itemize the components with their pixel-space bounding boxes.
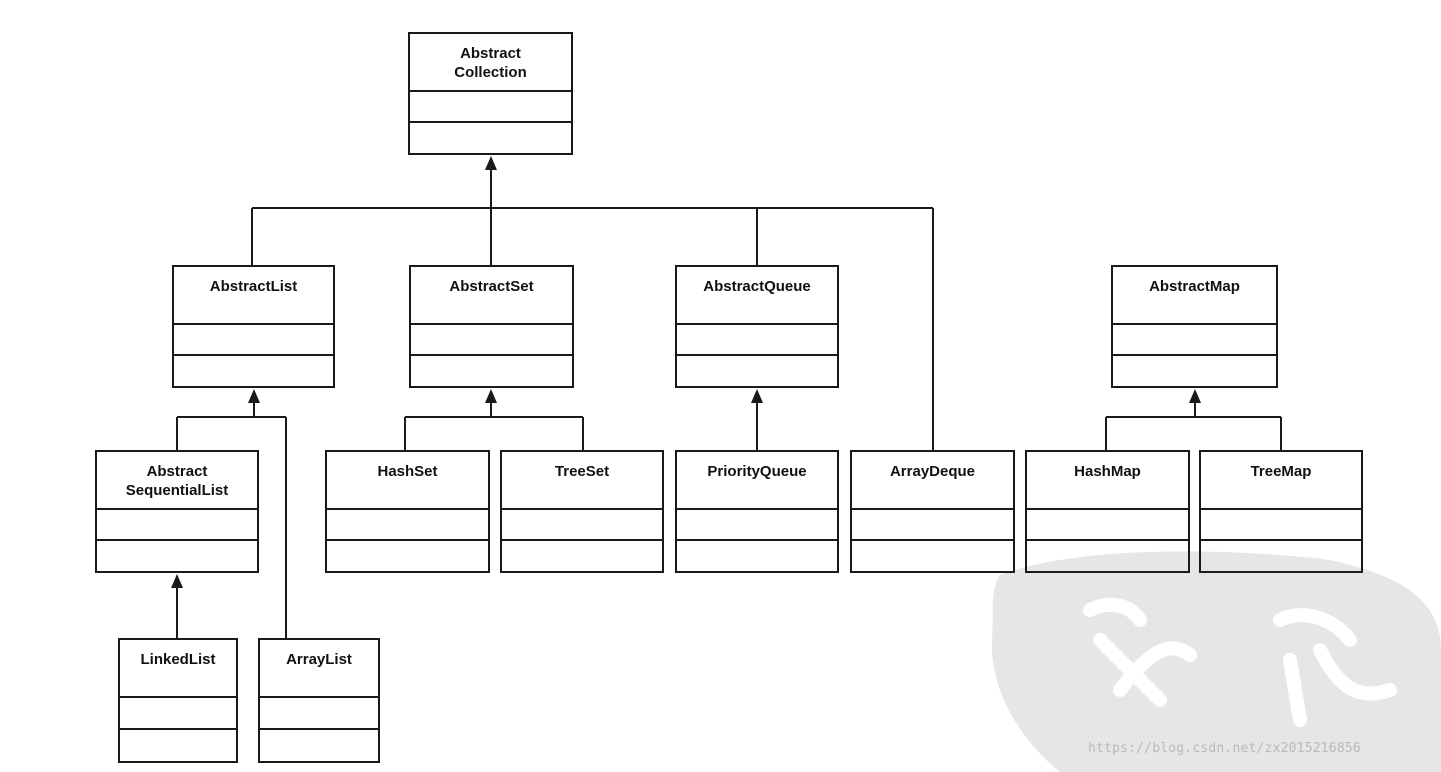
watermark-seal xyxy=(991,551,1441,772)
class-name: TreeMap xyxy=(1201,452,1361,510)
operations-compartment xyxy=(410,123,571,153)
operations-compartment xyxy=(1027,541,1188,571)
operations-compartment xyxy=(260,730,378,761)
class-name: AbstractMap xyxy=(1113,267,1276,325)
class-name: ArrayDeque xyxy=(852,452,1013,510)
attributes-compartment xyxy=(411,325,572,356)
inheritance-arrowhead-abstract-set xyxy=(485,389,497,403)
class-name: AbstractSet xyxy=(411,267,572,325)
operations-compartment xyxy=(1201,541,1361,571)
inheritance-arrowhead-abstract-queue xyxy=(751,389,763,403)
attributes-compartment xyxy=(327,510,488,541)
attributes-compartment xyxy=(677,510,837,541)
class-name: TreeSet xyxy=(502,452,662,510)
attributes-compartment xyxy=(97,510,257,541)
class-name: AbstractList xyxy=(174,267,333,325)
class-box-hash-set: HashSet xyxy=(325,450,490,573)
attributes-compartment xyxy=(502,510,662,541)
class-box-linked-list: LinkedList xyxy=(118,638,238,763)
class-box-abstract-collection: Abstract Collection xyxy=(408,32,573,155)
class-box-array-list: ArrayList xyxy=(258,638,380,763)
operations-compartment xyxy=(327,541,488,571)
attributes-compartment xyxy=(120,698,236,730)
attributes-compartment xyxy=(174,325,333,356)
watermark-url: https://blog.csdn.net/zx2015216856 xyxy=(1088,741,1361,756)
attributes-compartment xyxy=(677,325,837,356)
class-box-abstract-map: AbstractMap xyxy=(1111,265,1278,388)
inheritance-arrowhead-abstract-map xyxy=(1189,389,1201,403)
class-name: LinkedList xyxy=(120,640,236,698)
class-box-array-deque: ArrayDeque xyxy=(850,450,1015,573)
class-name: HashSet xyxy=(327,452,488,510)
attributes-compartment xyxy=(1201,510,1361,541)
attributes-compartment xyxy=(852,510,1013,541)
class-box-abstract-list: AbstractList xyxy=(172,265,335,388)
class-box-priority-queue: PriorityQueue xyxy=(675,450,839,573)
class-box-tree-map: TreeMap xyxy=(1199,450,1363,573)
operations-compartment xyxy=(502,541,662,571)
operations-compartment xyxy=(852,541,1013,571)
class-box-tree-set: TreeSet xyxy=(500,450,664,573)
operations-compartment xyxy=(97,541,257,571)
seal-glyphs xyxy=(1083,597,1397,727)
inheritance-arrowhead-sequential-list xyxy=(171,574,183,588)
operations-compartment xyxy=(1113,356,1276,386)
operations-compartment xyxy=(174,356,333,386)
attributes-compartment xyxy=(1027,510,1188,541)
attributes-compartment xyxy=(410,92,571,123)
attributes-compartment xyxy=(260,698,378,730)
class-box-abstract-set: AbstractSet xyxy=(409,265,574,388)
class-box-abstract-queue: AbstractQueue xyxy=(675,265,839,388)
operations-compartment xyxy=(677,541,837,571)
class-name: Abstract Collection xyxy=(410,34,571,92)
class-name: HashMap xyxy=(1027,452,1188,510)
operations-compartment xyxy=(120,730,236,761)
inheritance-arrowhead-abstract-list xyxy=(248,389,260,403)
class-box-abstract-sequential-list: Abstract SequentialList xyxy=(95,450,259,573)
inheritance-arrowhead-collection xyxy=(485,156,497,170)
class-name: AbstractQueue xyxy=(677,267,837,325)
class-box-hash-map: HashMap xyxy=(1025,450,1190,573)
operations-compartment xyxy=(411,356,572,386)
operations-compartment xyxy=(677,356,837,386)
class-name: Abstract SequentialList xyxy=(97,452,257,510)
class-name: PriorityQueue xyxy=(677,452,837,510)
attributes-compartment xyxy=(1113,325,1276,356)
class-name: ArrayList xyxy=(260,640,378,698)
